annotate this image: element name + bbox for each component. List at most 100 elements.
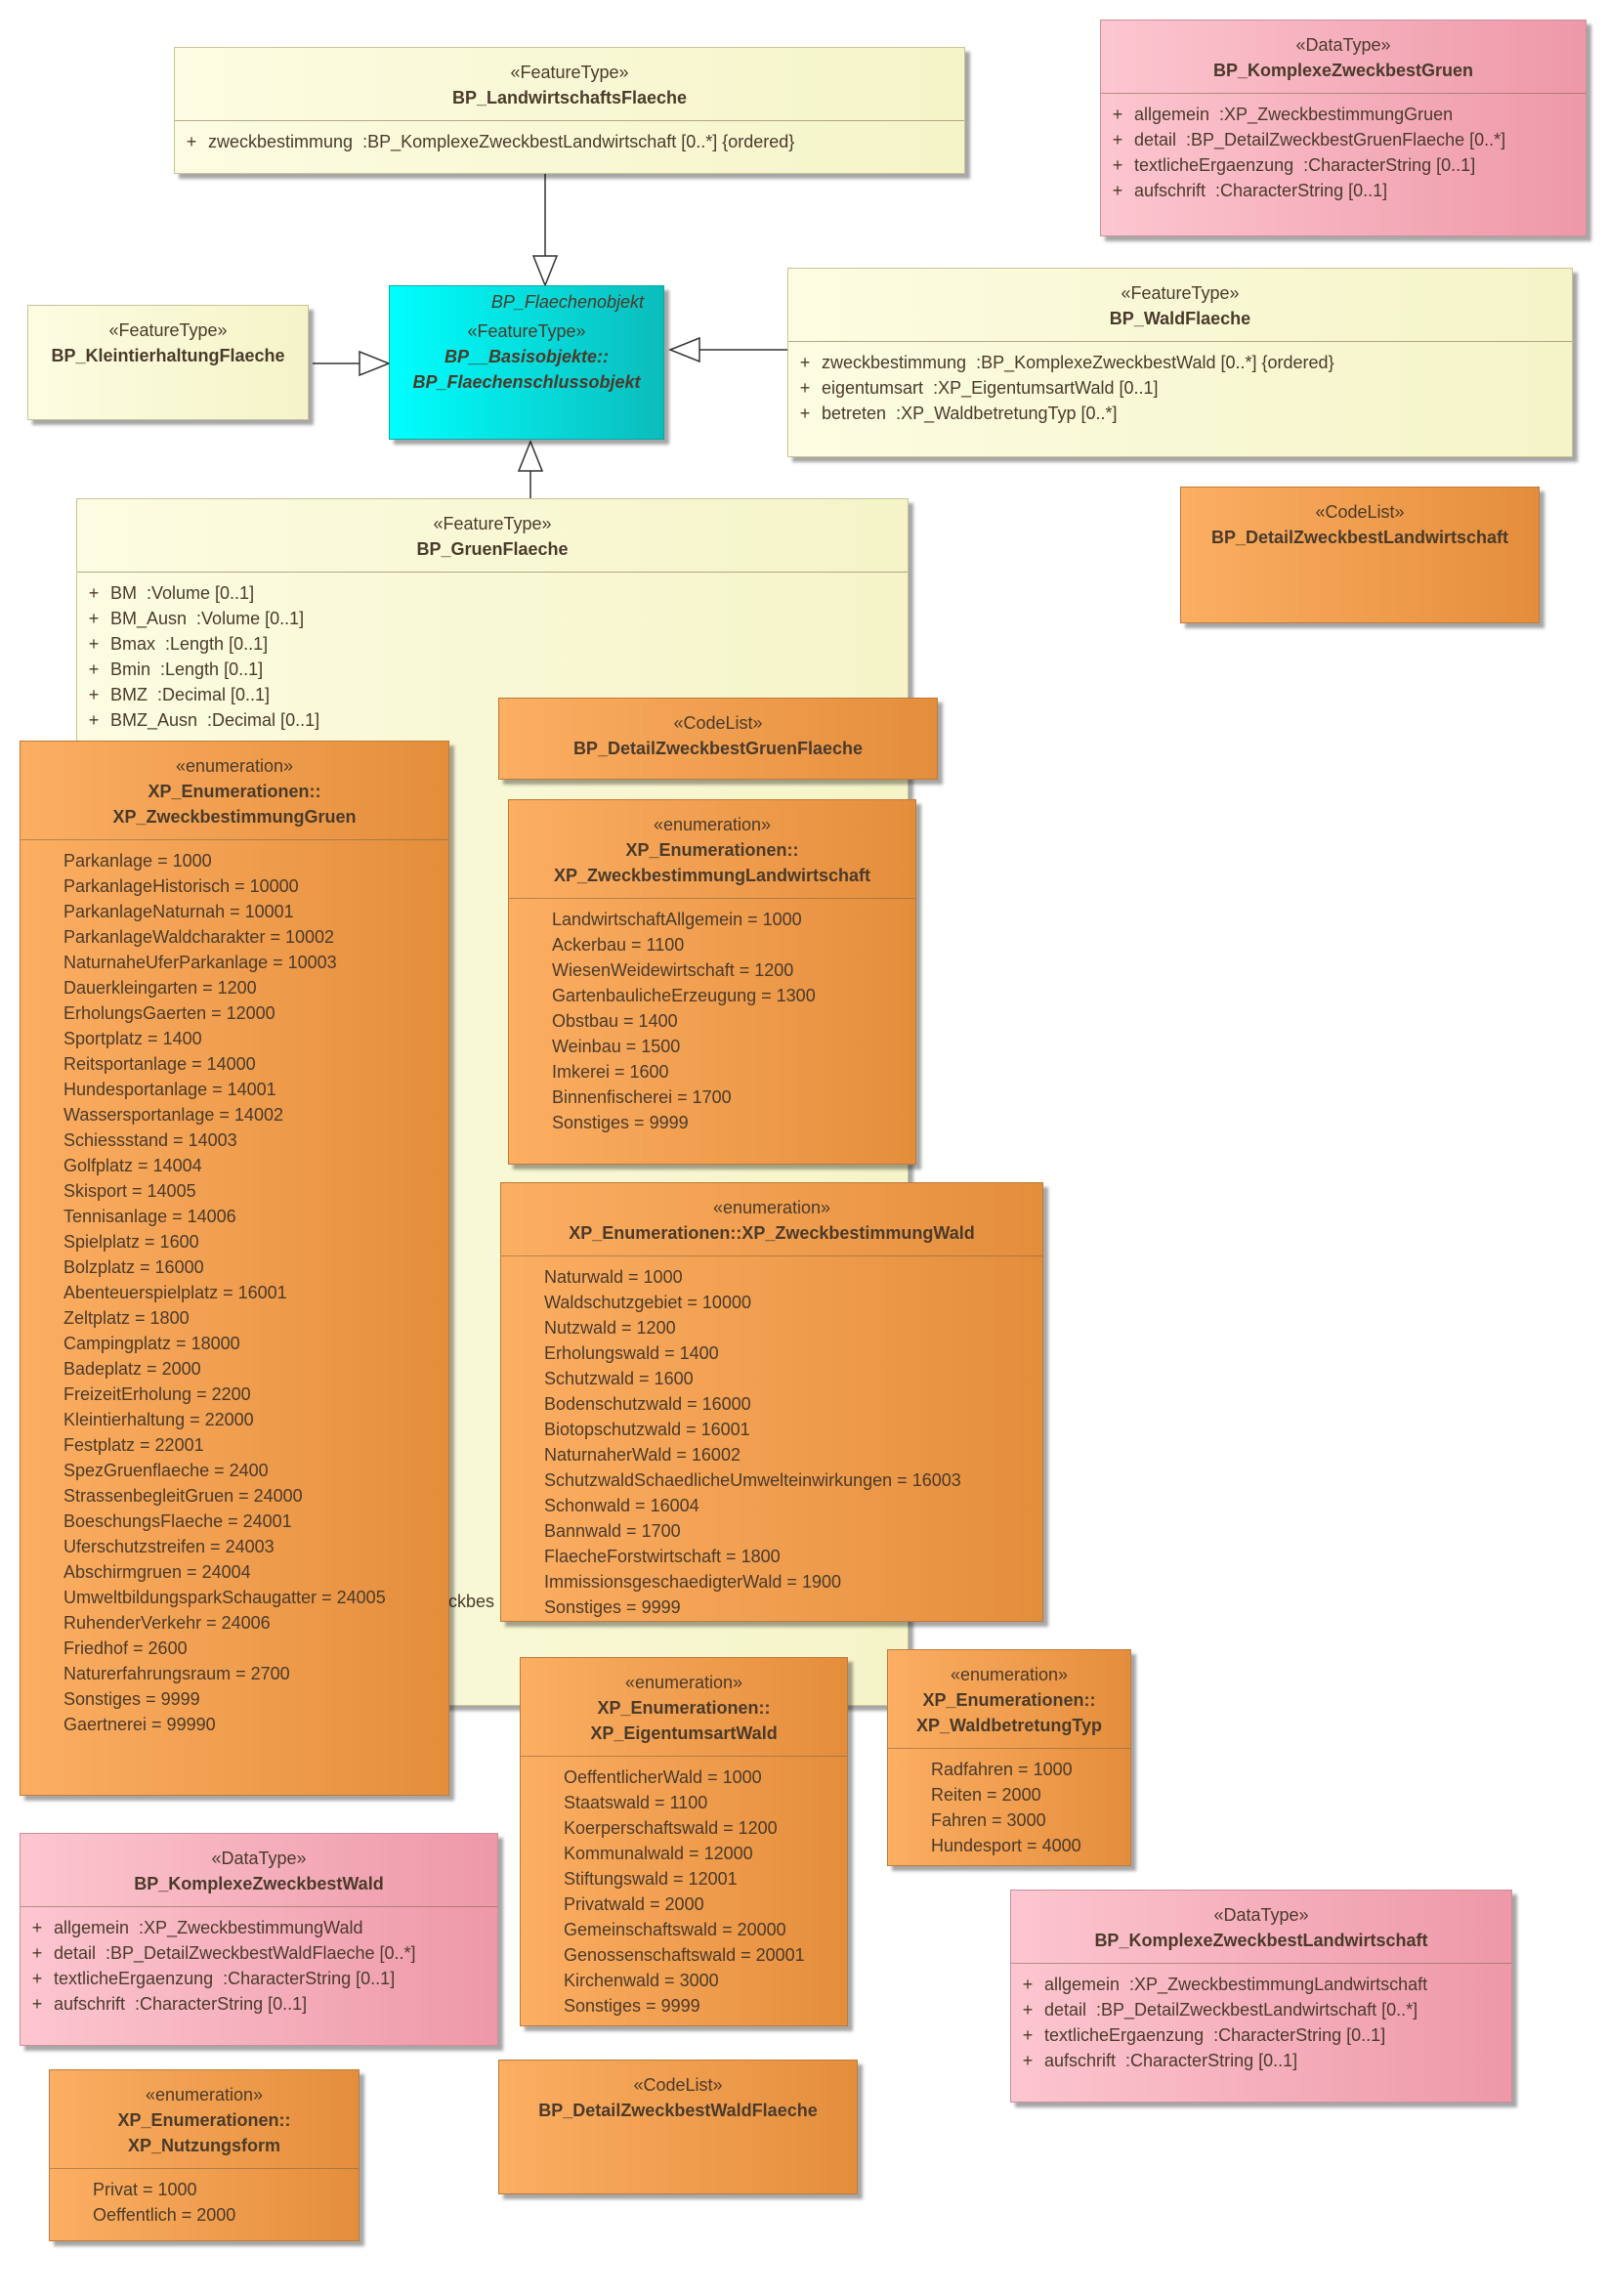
visibility-marker: + xyxy=(1022,2025,1034,2045)
enum-literal: Campingplatz = 18000 xyxy=(63,1334,240,1353)
visibility-marker: + xyxy=(1022,1975,1034,1994)
attribute-row: +textlicheErgaenzung:CharacterString [0.… xyxy=(21,1966,497,1991)
visibility-marker: + xyxy=(88,583,100,603)
attribute-row: +allgemein:XP_ZweckbestimmungWald xyxy=(21,1915,497,1940)
class-name-line1: BP__Basisobjekte:: xyxy=(444,347,610,366)
generalization-arrowhead-kleintier xyxy=(359,350,392,377)
codelist-bp-detailzweckbestwaldflaeche[interactable]: «CodeList»BP_DetailZweckbestWaldFlaeche xyxy=(498,2060,858,2194)
attribute-name: zweckbestimmung xyxy=(822,353,967,372)
attribute-row: +BM:Volume [0..1] xyxy=(77,580,908,606)
attribute-name: BMZ xyxy=(110,685,148,704)
attribute-list: +allgemein:XP_ZweckbestimmungGruen+detai… xyxy=(1101,94,1586,203)
attribute-name: detail xyxy=(54,1943,97,1963)
attribute-type: :BP_DetailZweckbestWaldFlaeche [0..*] xyxy=(106,1943,416,1963)
enum-literal: Zeltplatz = 1800 xyxy=(63,1308,190,1328)
attribute-row: +zweckbestimmung:BP_KomplexeZweckbestWal… xyxy=(788,350,1572,375)
attribute-row: +textlicheErgaenzung:CharacterString [0.… xyxy=(1101,152,1586,178)
attribute-type: :CharacterString [0..1] xyxy=(1125,2051,1298,2070)
enum-literal: Bannwald = 1700 xyxy=(544,1521,681,1541)
enum-literal: BoeschungsFlaeche = 24001 xyxy=(63,1511,292,1531)
visibility-marker: + xyxy=(88,685,100,704)
parent-class-label: BP_Flaechenobjekt xyxy=(490,292,644,312)
class-name: BP_WaldFlaeche xyxy=(1109,309,1251,328)
attribute-name: allgemein xyxy=(1044,1975,1121,1994)
stereotype-label: «FeatureType» xyxy=(108,320,228,340)
enum-literal: Badeplatz = 2000 xyxy=(63,1359,201,1379)
stereotype-label: «DataType» xyxy=(1295,35,1391,55)
stereotype-label: «CodeList» xyxy=(1315,502,1405,522)
class-bp-flaechenschlussobjekt[interactable]: BP_Flaechenobjekt «FeatureType» BP__Basi… xyxy=(389,285,664,440)
enum-literal: Ackerbau = 1100 xyxy=(552,935,685,955)
enum-xp-zweckbestimmunglandwirtschaft[interactable]: «enumeration»XP_Enumerationen::XP_Zweckb… xyxy=(508,799,916,1165)
enum-xp-zweckbestimmungwald[interactable]: «enumeration»XP_Enumerationen::XP_Zweckb… xyxy=(500,1182,1043,1622)
enum-literal: Oeffentlich = 2000 xyxy=(93,2205,236,2225)
enum-literal: OeffentlicherWald = 1000 xyxy=(564,1767,762,1787)
attribute-type: :Volume [0..1] xyxy=(147,583,255,603)
class-name-line2: BP_Flaechenschlussobjekt xyxy=(412,372,641,392)
enum-name-line1: XP_Enumerationen:: xyxy=(922,1690,1096,1710)
codelist-bp-detailzweckbestlandwirtschaft[interactable]: «CodeList» BP_DetailZweckbestLandwirtscha… xyxy=(1180,487,1540,623)
enum-literal: Bolzplatz = 16000 xyxy=(63,1257,204,1277)
stereotype-label: «DataType» xyxy=(1213,1905,1309,1925)
enum-literal: Fahren = 3000 xyxy=(931,1810,1046,1830)
enum-literal: Tennisanlage = 14006 xyxy=(63,1207,236,1226)
class-bp-landwirtschaftsflaeche[interactable]: «FeatureType»BP_LandwirtschaftsFlaeche +… xyxy=(174,47,965,174)
enum-name-line2: XP_EigentumsartWald xyxy=(590,1723,778,1743)
visibility-marker: + xyxy=(88,609,100,628)
enum-xp-zweckbestimmunggruen[interactable]: «enumeration»XP_Enumerationen::XP_Zweckb… xyxy=(20,741,449,1796)
attribute-name: betreten xyxy=(822,404,887,423)
visibility-marker: + xyxy=(799,378,811,398)
class-bp-waldflaeche[interactable]: «FeatureType»BP_WaldFlaeche +zweckbestim… xyxy=(787,268,1573,457)
class-bp-kleintierhaltungflaeche[interactable]: «FeatureType»BP_KleintierhaltungFlaeche xyxy=(27,305,309,420)
attribute-row: +eigentumsart:XP_EigentumsartWald [0..1] xyxy=(788,375,1572,401)
attribute-list: +allgemein:XP_ZweckbestimmungLandwirtsch… xyxy=(1011,1964,1511,2073)
enum-name-line2: XP_ZweckbestimmungGruen xyxy=(112,807,357,827)
enum-xp-eigentumsartwald[interactable]: «enumeration»XP_Enumerationen::XP_Eigent… xyxy=(520,1657,848,2026)
enum-literal: Schiessstand = 14003 xyxy=(63,1130,237,1150)
attribute-row: +Bmin:Length [0..1] xyxy=(77,657,908,682)
enum-literal: Biotopschutzwald = 16001 xyxy=(544,1420,750,1439)
stereotype-label: «DataType» xyxy=(211,1849,307,1868)
attribute-list: + zweckbestimmung :BP_KomplexeZweckbestWal… xyxy=(788,342,1572,426)
attribute-list: +allgemein:XP_ZweckbestimmungWald+detail… xyxy=(21,1907,497,2017)
visibility-marker: + xyxy=(1022,2000,1034,2020)
stereotype-label: «FeatureType» xyxy=(510,63,629,82)
attribute-row: +detail:BP_DetailZweckbestGruenFlaeche [… xyxy=(1101,127,1586,152)
attribute-row: +aufschrift:CharacterString [0..1] xyxy=(1011,2048,1511,2073)
enum-literal: Naturwald = 1000 xyxy=(544,1267,683,1287)
codelist-bp-detailzweckbestgruenflaeche[interactable]: «CodeList»BP_DetailZweckbestGruenFlaeche xyxy=(498,698,938,780)
enum-literal: Privat = 1000 xyxy=(93,2180,197,2199)
enum-literal: Obstbau = 1400 xyxy=(552,1011,678,1031)
generalization-arrowhead-wald xyxy=(667,336,700,363)
attribute-row: +BMZ:Decimal [0..1] xyxy=(77,682,908,707)
enum-xp-waldbetretungtyp[interactable]: «enumeration»XP_Enumerationen::XP_Waldbe… xyxy=(887,1649,1131,1866)
stereotype-label: «enumeration» xyxy=(653,815,772,834)
visibility-marker: + xyxy=(88,710,100,730)
attribute-row: +aufschrift:CharacterString [0..1] xyxy=(1101,178,1586,203)
enum-literal: Kleintierhaltung = 22000 xyxy=(63,1410,254,1429)
enum-literal: UmweltbildungsparkSchaugatter = 24005 xyxy=(63,1588,386,1607)
class-bp-komplexezweckbestlandwirtschaft[interactable]: «DataType»BP_KomplexeZweckbestLandwirtsc… xyxy=(1010,1890,1512,2103)
attribute-row: +aufschrift:CharacterString [0..1] xyxy=(21,1991,497,2017)
enum-literal: Friedhof = 2600 xyxy=(63,1638,188,1658)
stereotype-label: «enumeration» xyxy=(950,1665,1069,1684)
class-bp-komplexezweckbestwald[interactable]: «DataType»BP_KomplexeZweckbestWald +allg… xyxy=(20,1833,498,2046)
enum-name-line2: XP_WaldbetretungTyp xyxy=(915,1716,1102,1735)
attribute-type: :BP_KomplexeZweckbestWald [0..*] {ordere… xyxy=(976,353,1334,372)
class-name: BP_DetailZweckbestLandwirtschaft xyxy=(1210,528,1509,547)
class-bp-komplexezweckbestgruen[interactable]: «DataType»BP_KomplexeZweckbestGruen +all… xyxy=(1100,20,1587,236)
enum-name-line1: XP_Enumerationen:: xyxy=(117,2110,291,2130)
attribute-type: :XP_WaldbetretungTyp [0..*] xyxy=(896,404,1118,423)
enum-literal: SchutzwaldSchaedlicheUmwelteinwirkungen … xyxy=(544,1470,961,1490)
visibility-marker: + xyxy=(1112,155,1123,175)
enum-xp-nutzungsform[interactable]: «enumeration»XP_Enumerationen::XP_Nutzun… xyxy=(49,2069,360,2241)
attribute-list: +BM:Volume [0..1]+BM_Ausn:Volume [0..1]+… xyxy=(77,573,908,733)
visibility-marker: + xyxy=(1112,181,1123,200)
attribute-name: aufschrift xyxy=(1044,2051,1117,2070)
enum-literal: Koerperschaftswald = 1200 xyxy=(564,1818,778,1838)
attribute-type: :Decimal [0..1] xyxy=(207,710,320,730)
attribute-type: :CharacterString [0..1] xyxy=(1215,181,1388,200)
enum-literal: SpezGruenflaeche = 2400 xyxy=(63,1461,269,1480)
